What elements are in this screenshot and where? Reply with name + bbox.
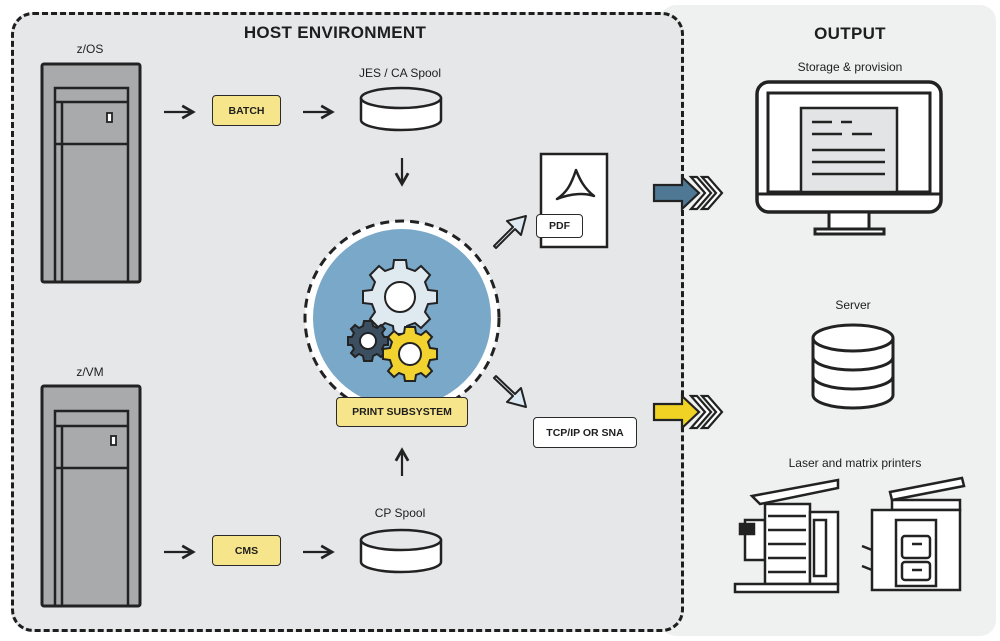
server-icon bbox=[811, 323, 895, 410]
arrow-icon bbox=[493, 375, 527, 408]
chevron-arrow-icon bbox=[652, 393, 724, 431]
zos-label: z/OS bbox=[76, 42, 104, 56]
host-environment-title: HOST ENVIRONMENT bbox=[243, 23, 427, 42]
arrow-icon bbox=[493, 215, 527, 249]
print-subsystem-tag: PRINT SUBSYSTEM bbox=[336, 397, 468, 427]
monitor-icon bbox=[755, 80, 943, 236]
batch-job-tag: BATCH bbox=[212, 95, 281, 126]
pdf-tag: PDF bbox=[536, 214, 583, 238]
cms-job-tag: CMS bbox=[212, 535, 281, 566]
jes-spool-label: JES / CA Spool bbox=[358, 66, 442, 80]
mainframe-icon bbox=[40, 62, 142, 284]
printer-icon bbox=[733, 478, 840, 594]
server-label: Server bbox=[835, 298, 871, 312]
zvm-label: z/VM bbox=[76, 365, 104, 379]
gear-icon bbox=[382, 326, 438, 382]
printer-icon bbox=[861, 476, 966, 592]
protocol-tag: TCP/IP OR SNA bbox=[533, 417, 637, 448]
chevron-arrow-icon bbox=[652, 174, 724, 212]
database-icon bbox=[359, 86, 443, 132]
gear-icon bbox=[347, 320, 389, 362]
cp-spool-label: CP Spool bbox=[374, 506, 426, 520]
gear-icon bbox=[362, 259, 438, 335]
printers-label: Laser and matrix printers bbox=[788, 456, 922, 470]
storage-label: Storage & provision bbox=[797, 60, 903, 74]
output-title: OUTPUT bbox=[814, 24, 886, 43]
mainframe-icon bbox=[40, 384, 142, 608]
database-icon bbox=[359, 528, 443, 574]
